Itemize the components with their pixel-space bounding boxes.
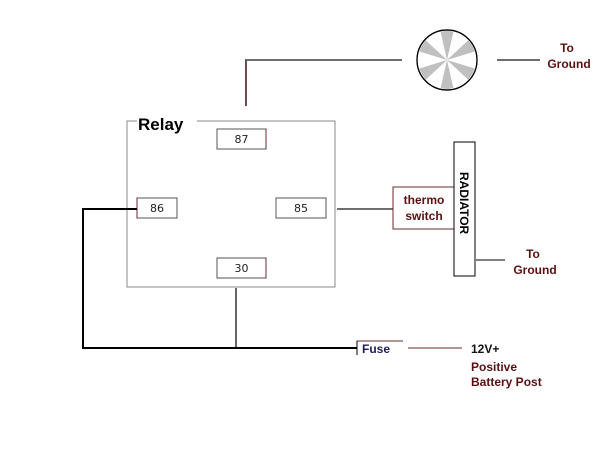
radiator-ground-label-line1: To bbox=[526, 247, 540, 261]
fan-blade bbox=[440, 31, 454, 60]
battery-label-line1: Positive bbox=[471, 360, 517, 374]
battery-label-line2: Battery Post bbox=[471, 375, 542, 389]
fan-blade bbox=[447, 40, 475, 60]
relay-title: Relay bbox=[138, 115, 184, 134]
radiator-label: RADIATOR bbox=[457, 172, 471, 235]
relay-pin-86[interactable]: 86 bbox=[136, 197, 178, 219]
relay-pin-85[interactable]: 85 bbox=[275, 197, 327, 219]
pin-87-label: 87 bbox=[235, 133, 249, 146]
fan-ground-label-line1: To bbox=[560, 41, 574, 55]
fan-blade bbox=[419, 40, 447, 60]
relay-outline bbox=[126, 120, 336, 288]
fuse: Fuse bbox=[356, 340, 403, 356]
fan-outline bbox=[416, 29, 478, 91]
relay-pin-30[interactable]: 30 bbox=[216, 257, 267, 279]
fan-icon bbox=[416, 29, 478, 91]
thermo-switch-box bbox=[392, 186, 455, 230]
thermo-switch: thermo switch bbox=[392, 186, 455, 230]
relay: Relay 87 86 85 30 bbox=[126, 115, 336, 288]
thermo-switch-label-line1: thermo bbox=[404, 193, 445, 207]
pin-30-label: 30 bbox=[235, 262, 249, 275]
pin-86-label: 86 bbox=[150, 202, 164, 215]
wire-86-to-fuse bbox=[82, 208, 357, 349]
pin-85-label: 85 bbox=[294, 202, 308, 215]
radiator-box bbox=[453, 141, 476, 277]
fan-blade bbox=[419, 60, 447, 80]
relay-pin-87[interactable]: 87 bbox=[216, 128, 267, 150]
radiator-ground-label-line2: Ground bbox=[513, 263, 556, 277]
battery-voltage-label: 12V+ bbox=[471, 342, 499, 356]
fan-ground-label-line2: Ground bbox=[547, 57, 590, 71]
fuse-label: Fuse bbox=[362, 342, 390, 356]
radiator: RADIATOR bbox=[453, 141, 476, 277]
wire-87-to-fan bbox=[245, 59, 402, 106]
fan-blade bbox=[447, 60, 475, 80]
fan-blade bbox=[440, 60, 454, 89]
thermo-switch-label-line2: switch bbox=[405, 209, 442, 223]
